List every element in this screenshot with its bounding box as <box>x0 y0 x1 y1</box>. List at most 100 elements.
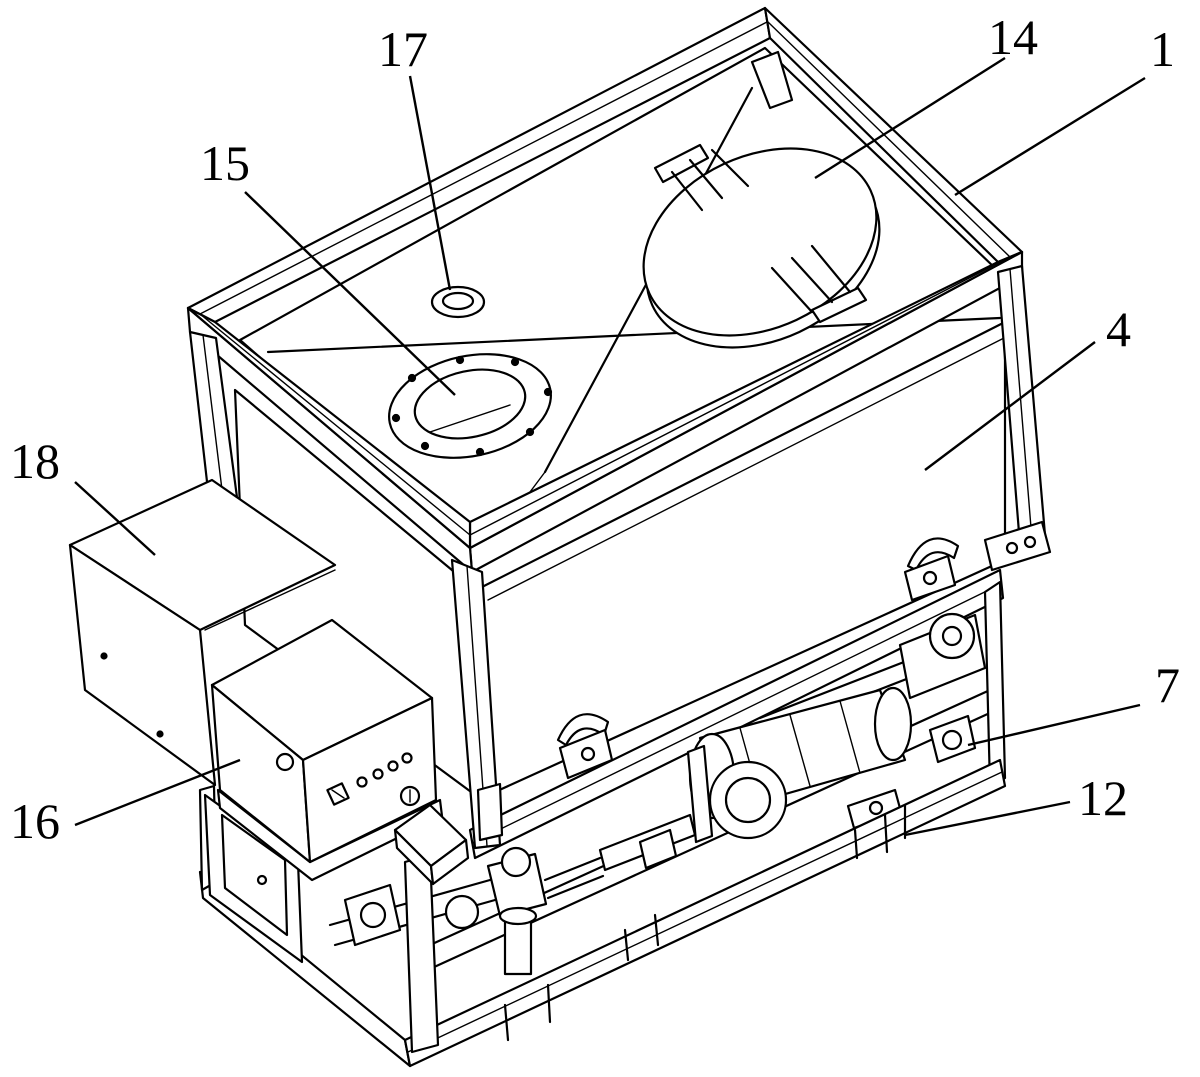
callout-label-12: 12 <box>1078 770 1128 826</box>
manhole-clamp-2 <box>688 158 724 200</box>
foot-2 <box>546 983 552 1024</box>
bracket-bolt-2 <box>1023 535 1037 549</box>
base-upper-beam-edge <box>471 583 1002 844</box>
callout-label-7: 7 <box>1155 657 1180 713</box>
callout-label-16: 16 <box>10 793 60 849</box>
coupling-guard <box>638 828 678 870</box>
back-corner-gusset <box>750 50 794 110</box>
port-15-bolt <box>391 413 401 423</box>
leader-line-15 <box>244 191 456 396</box>
cabinet-door <box>220 813 289 937</box>
foot-4 <box>883 813 889 854</box>
panel-indicator-4 <box>401 752 413 764</box>
port-15-cover-line <box>429 404 511 433</box>
discharge-pipe-lower <box>546 874 605 900</box>
port-15-bolt <box>420 441 430 451</box>
leader-line-17 <box>408 75 452 291</box>
tank-right-face-seam <box>487 337 1005 601</box>
frame-post-front <box>450 558 502 850</box>
manhole-clamp-1 <box>670 170 704 212</box>
valve-wheel-left <box>444 894 480 930</box>
panel-indicator-3 <box>387 760 399 772</box>
manhole-hinge-top <box>653 143 710 184</box>
manhole-14-cover <box>642 147 878 337</box>
upper-motor-hub <box>941 625 963 647</box>
port-15-bolt <box>407 373 417 383</box>
pump-housing-inner <box>724 776 772 824</box>
drive-unit-7-hub <box>941 729 963 751</box>
manhole-clamp-4 <box>770 266 814 314</box>
box-18-screw-2 <box>156 730 164 738</box>
callout-label-17: 17 <box>378 21 428 77</box>
port-15-bolt <box>455 355 465 365</box>
electrical-box-18 <box>68 478 337 787</box>
port-15-opening <box>413 368 527 440</box>
manhole-hinge-bottom <box>810 286 868 324</box>
pump-bracket <box>686 744 714 844</box>
leader-line-14 <box>814 56 1006 180</box>
frame-rail-left-back-groove <box>199 21 768 315</box>
cabinet-handle <box>256 874 268 886</box>
callout-label-15: 15 <box>200 135 250 191</box>
control-box-16 <box>210 618 438 864</box>
leader-line-16 <box>74 758 241 827</box>
base-rail-front-edge <box>407 771 1003 1053</box>
port-17-opening <box>441 291 475 311</box>
panel-switch-mark <box>331 789 345 799</box>
foot-1 <box>503 1003 510 1042</box>
box-18-screw-1 <box>100 652 108 660</box>
callout-label-18: 18 <box>10 433 60 489</box>
leader-line-12 <box>904 800 1071 837</box>
callout-label-4: 4 <box>1106 301 1131 357</box>
machine <box>68 6 1052 1068</box>
motor-rib-2 <box>789 714 811 787</box>
callout-label-1: 1 <box>1150 21 1175 77</box>
port-15-bolt <box>525 427 535 437</box>
callout-labels: 17 14 1 15 4 18 7 16 12 <box>10 9 1180 849</box>
frame-posts <box>188 264 1052 850</box>
pump-clamp-bolt <box>868 800 884 816</box>
foot-6 <box>623 928 630 962</box>
leader-line-7 <box>967 703 1141 747</box>
leader-line-18 <box>74 481 156 556</box>
port-15-bolt <box>475 447 485 457</box>
base-right-lower-post <box>983 580 1007 788</box>
corner-cap-block-side <box>429 838 470 886</box>
lower-cabinet <box>203 788 470 964</box>
valve-drop-pipe-flange <box>498 906 538 926</box>
frame-post-left-groove <box>202 334 225 507</box>
motor-rib-3 <box>839 700 861 774</box>
leader-lines <box>74 56 1146 837</box>
top-frame <box>186 6 1024 574</box>
front-post-foot-plate <box>476 782 504 842</box>
leader-line-1 <box>954 76 1146 197</box>
tank-roller-left <box>556 713 610 747</box>
frame-post-right-groove <box>1009 268 1033 541</box>
panel-indicator-1 <box>356 776 368 788</box>
foot-7 <box>653 913 660 947</box>
tank-mount-bolt-right <box>922 570 938 586</box>
port-15-bolt <box>543 387 553 397</box>
manhole-clamp-3 <box>710 148 750 188</box>
callout-label-14: 14 <box>988 9 1038 65</box>
valve-handwheel <box>500 846 532 878</box>
box-18-seam <box>204 569 336 631</box>
frame-rail-left-front <box>186 306 472 550</box>
frame-rail-right-front-groove <box>469 256 1011 536</box>
leader-line-4 <box>924 341 1096 471</box>
tank-mount-bolt-left <box>580 746 596 762</box>
box-18-front-face <box>68 543 217 787</box>
bracket-bolt-1 <box>1005 541 1019 555</box>
manhole-clamp-5 <box>790 256 834 304</box>
left-pump-hub <box>359 901 387 929</box>
box-16-panel-face <box>301 696 438 864</box>
tank-roller-right <box>906 537 960 572</box>
frame-rail-left-front-groove <box>199 313 471 536</box>
panel-indicator-2 <box>372 768 384 780</box>
pump-assembly <box>328 612 987 976</box>
top-features <box>388 50 881 459</box>
motor-fan-end <box>873 686 913 762</box>
foot-3 <box>853 828 859 860</box>
frame-rail-right-back-groove <box>767 21 1011 258</box>
